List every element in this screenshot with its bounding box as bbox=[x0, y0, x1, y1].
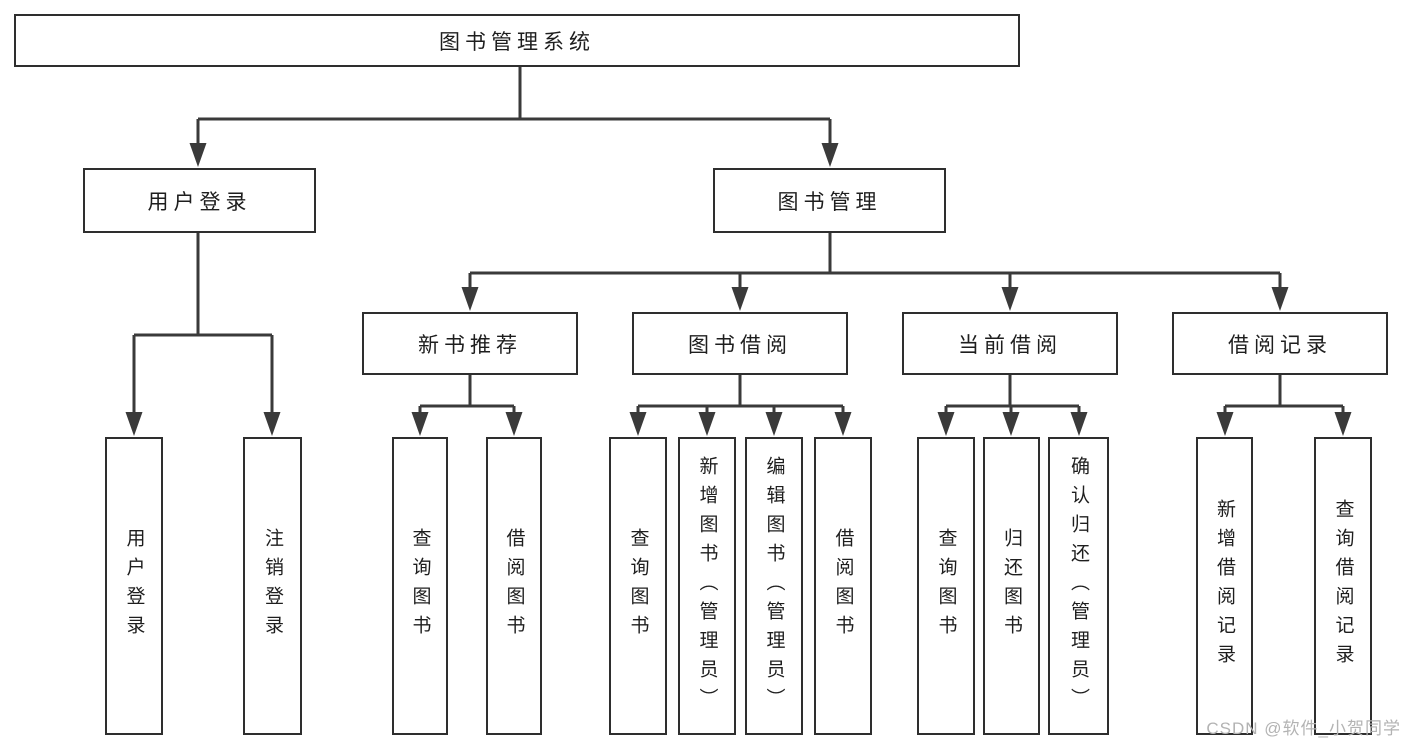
arrow-down-icon bbox=[1334, 412, 1352, 436]
node-new-book-recommend: 新书推荐 bbox=[362, 312, 578, 375]
arrow-down-icon bbox=[461, 287, 479, 311]
arrow-down-icon bbox=[834, 412, 852, 436]
arrow-down-icon bbox=[505, 412, 523, 436]
leaf-query-book-recommend: 查询图书 bbox=[392, 437, 448, 735]
arrow-down-icon bbox=[1001, 287, 1019, 311]
node-book-management-module: 图书管理 bbox=[713, 168, 946, 233]
node-label: 新增图书（管理员） bbox=[696, 455, 718, 717]
node-label: 归还图书 bbox=[1001, 528, 1022, 644]
leaf-add-book-admin: 新增图书（管理员） bbox=[678, 437, 736, 735]
node-label: 借阅图书 bbox=[832, 528, 854, 644]
connector-root-to-level2 bbox=[189, 66, 839, 167]
node-label: 图书借阅 bbox=[688, 333, 792, 357]
connector-book-borrow-to-children bbox=[629, 375, 852, 436]
node-label: 用户登录 bbox=[123, 528, 145, 644]
leaf-edit-book-admin: 编辑图书（管理员） bbox=[745, 437, 803, 735]
connector-borrow-record-to-children bbox=[1216, 375, 1352, 436]
leaf-confirm-return-admin: 确认归还（管理员） bbox=[1048, 437, 1109, 735]
arrow-down-icon bbox=[189, 143, 207, 167]
arrow-down-icon bbox=[821, 143, 839, 167]
node-label: 查询图书 bbox=[409, 528, 431, 644]
arrow-down-icon bbox=[263, 412, 281, 436]
node-label: 新书推荐 bbox=[418, 333, 522, 357]
csdn-watermark: CSDN @软件_小贺同学 bbox=[1206, 719, 1401, 738]
node-label: 新增借阅记录 bbox=[1214, 499, 1235, 673]
leaf-logout-login: 注销登录 bbox=[243, 437, 302, 735]
arrow-down-icon bbox=[1002, 412, 1020, 436]
node-root-system: 图书管理系统 bbox=[14, 14, 1020, 67]
node-label: 编辑图书（管理员） bbox=[763, 455, 785, 717]
leaf-query-borrow-record: 查询借阅记录 bbox=[1314, 437, 1372, 735]
arrow-down-icon bbox=[1216, 412, 1234, 436]
arrow-down-icon bbox=[1271, 287, 1289, 311]
node-label: 查询图书 bbox=[935, 528, 957, 644]
leaf-query-book-current: 查询图书 bbox=[917, 437, 975, 735]
arrow-down-icon bbox=[698, 412, 716, 436]
node-label: 图书管理 bbox=[777, 190, 882, 214]
node-label: 当前借阅 bbox=[958, 333, 1062, 357]
arrow-down-icon bbox=[765, 412, 783, 436]
node-label: 借阅记录 bbox=[1228, 333, 1332, 357]
node-label: 借阅图书 bbox=[503, 528, 525, 644]
arrow-down-icon bbox=[411, 412, 429, 436]
node-current-borrow: 当前借阅 bbox=[902, 312, 1118, 375]
leaf-return-book: 归还图书 bbox=[983, 437, 1040, 735]
arrow-down-icon bbox=[1070, 412, 1088, 436]
arrow-down-icon bbox=[937, 412, 955, 436]
leaf-add-borrow-record: 新增借阅记录 bbox=[1196, 437, 1253, 735]
node-borrow-record: 借阅记录 bbox=[1172, 312, 1388, 375]
arrow-down-icon bbox=[125, 412, 143, 436]
leaf-borrow-book: 借阅图书 bbox=[814, 437, 872, 735]
node-label: 图书管理系统 bbox=[439, 30, 595, 54]
node-label: 用户登录 bbox=[147, 190, 252, 214]
arrow-down-icon bbox=[731, 287, 749, 311]
leaf-user-login: 用户登录 bbox=[105, 437, 163, 735]
connector-user-login-to-children bbox=[125, 233, 281, 436]
leaf-borrow-book-recommend: 借阅图书 bbox=[486, 437, 542, 735]
node-label: 查询图书 bbox=[627, 528, 649, 644]
node-label: 查询借阅记录 bbox=[1332, 499, 1354, 673]
node-label: 注销登录 bbox=[262, 528, 283, 644]
connector-book-mgmt-to-level3 bbox=[461, 233, 1289, 311]
node-user-login-module: 用户登录 bbox=[83, 168, 316, 233]
connector-new-book-recommend-to-children bbox=[411, 375, 523, 436]
leaf-query-book-borrow: 查询图书 bbox=[609, 437, 667, 735]
node-book-borrow: 图书借阅 bbox=[632, 312, 848, 375]
connector-current-borrow-to-children bbox=[937, 375, 1088, 436]
node-label: 确认归还（管理员） bbox=[1068, 455, 1089, 717]
arrow-down-icon bbox=[629, 412, 647, 436]
